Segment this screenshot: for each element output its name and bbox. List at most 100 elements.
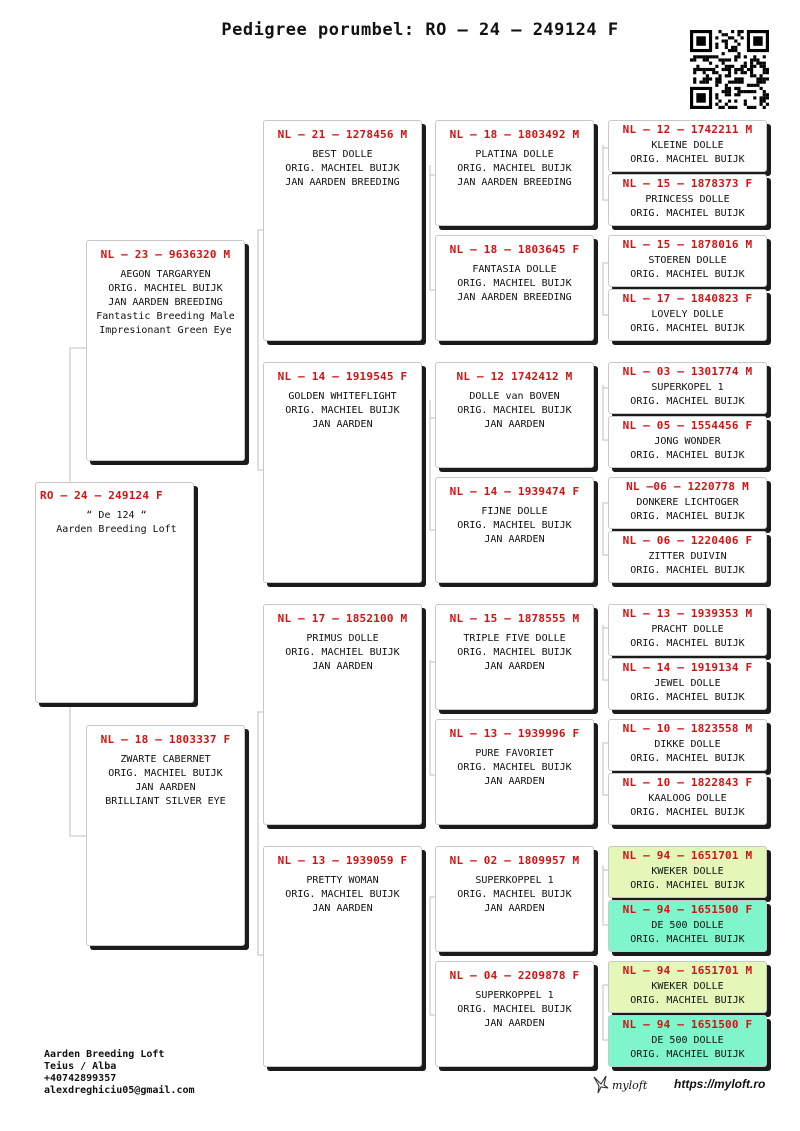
card-line: ORIG. MACHIEL BUIJK bbox=[630, 450, 745, 461]
card-line: ORIG. MACHIEL BUIJK bbox=[457, 1004, 572, 1015]
myloft-logo-text: myloft bbox=[612, 1079, 648, 1092]
card-line: ORIG. MACHIEL BUIJK bbox=[457, 762, 572, 773]
myloft-logo: myloft bbox=[592, 1074, 652, 1098]
pigeon-card-gen3[interactable]: NL – 15 – 1878555 M TRIPLE FIVE DOLLE OR… bbox=[435, 604, 594, 710]
ring-number: NL – 94 – 1651500 F bbox=[622, 1018, 753, 1031]
pigeon-card-gen3[interactable]: NL – 04 – 2209878 F SUPERKOPPEL 1 ORIG. … bbox=[435, 961, 594, 1067]
pigeon-card-gen3[interactable]: NL – 12 1742412 M DOLLE van BOVEN ORIG. … bbox=[435, 362, 594, 468]
card-line: FIJNE DOLLE bbox=[481, 506, 548, 517]
pigeon-card-sire[interactable]: NL – 23 – 9636320 M AEGON TARGARYEN ORIG… bbox=[86, 240, 245, 461]
card-line: ORIG. MACHIEL BUIJK bbox=[630, 396, 745, 407]
ring-number: NL – 21 – 1278456 M bbox=[277, 128, 408, 141]
card-line: BRILLIANT SILVER EYE bbox=[105, 796, 226, 807]
ring-number: NL – 94 – 1651701 M bbox=[622, 964, 753, 977]
card-line: FANTASIA DOLLE bbox=[472, 264, 557, 275]
card-line: ORIG. MACHIEL BUIJK bbox=[457, 889, 572, 900]
pigeon-card-gen3[interactable]: NL – 18 – 1803492 M PLATINA DOLLE ORIG. … bbox=[435, 120, 594, 226]
card-line: JEWEL DOLLE bbox=[654, 678, 721, 689]
card-line: ORIG. MACHIEL BUIJK bbox=[630, 934, 745, 945]
ring-number: NL – 18 – 1803492 M bbox=[449, 128, 580, 141]
breeder-email[interactable]: alexdreghiciu05@gmail.com bbox=[44, 1085, 195, 1096]
card-line: ORIG. MACHIEL BUIJK bbox=[630, 995, 745, 1006]
card-line: SUPERKOPPEL 1 bbox=[475, 990, 554, 1001]
card-line: ORIG. MACHIEL BUIJK bbox=[457, 647, 572, 658]
card-line: PRACHT DOLLE bbox=[651, 624, 724, 635]
ring-number: NL – 10 – 1822843 F bbox=[622, 776, 753, 789]
ring-number: NL – 14 – 1919134 F bbox=[622, 661, 753, 674]
breeder-contact: Aarden Breeding Loft Teius / Alba +40742… bbox=[44, 1049, 195, 1097]
website-link[interactable]: https://myloft.ro bbox=[674, 1077, 766, 1091]
card-line: “ De 124 “ bbox=[86, 510, 147, 521]
card-line: DIKKE DOLLE bbox=[654, 739, 721, 750]
pigeon-card-gen3[interactable]: NL – 14 – 1939474 F FIJNE DOLLE ORIG. MA… bbox=[435, 477, 594, 583]
breeder-location: Teius / Alba bbox=[44, 1061, 117, 1072]
pigeon-card-root[interactable]: RO – 24 – 249124 F “ De 124 “ Aarden Bre… bbox=[35, 482, 194, 703]
card-line: ORIG. MACHIEL BUIJK bbox=[630, 880, 745, 891]
card-line: DONKERE LICHTOGER bbox=[636, 497, 739, 508]
ring-number: NL – 23 – 9636320 M bbox=[100, 248, 231, 261]
pigeon-card-gen3[interactable]: NL – 13 – 1939996 F PURE FAVORIET ORIG. … bbox=[435, 719, 594, 825]
pigeon-card-gen4[interactable]: NL – 94 – 1651701 M KWEKER DOLLE ORIG. MAC… bbox=[608, 961, 767, 1013]
card-line: ORIG. MACHIEL BUIJK bbox=[630, 511, 745, 522]
ring-number: RO – 24 – 249124 F bbox=[40, 489, 163, 502]
card-line: ORIG. MACHIEL BUIJK bbox=[630, 154, 745, 165]
card-line: JAN AARDEN bbox=[312, 661, 373, 672]
breeder-name: Aarden Breeding Loft bbox=[44, 1049, 165, 1060]
ring-number: NL – 15 – 1878555 M bbox=[449, 612, 580, 625]
pigeon-card-gen2[interactable]: NL – 13 – 1939059 F PRETTY WOMAN ORIG. M… bbox=[263, 846, 422, 1067]
card-line: JAN AARDEN bbox=[312, 419, 373, 430]
ring-number: NL – 17 – 1852100 M bbox=[277, 612, 408, 625]
ring-number: NL – 13 – 1939996 F bbox=[449, 727, 580, 740]
card-line: ORIG. MACHIEL BUIJK bbox=[108, 768, 223, 779]
card-line: JAN AARDEN bbox=[484, 534, 545, 545]
card-line: ORIG. MACHIEL BUIJK bbox=[457, 405, 572, 416]
card-line: GOLDEN WHITEFLIGHT bbox=[288, 391, 397, 402]
card-line: ORIG. MACHIEL BUIJK bbox=[630, 565, 745, 576]
card-line: JONG WONDER bbox=[654, 436, 721, 447]
ring-number: NL – 12 – 1742211 M bbox=[622, 123, 753, 136]
card-line: JAN AARDEN bbox=[484, 1018, 545, 1029]
card-line: JAN AARDEN bbox=[135, 782, 196, 793]
card-line: KWEKER DOLLE bbox=[651, 981, 724, 992]
myloft-bird-logo-icon bbox=[593, 1075, 609, 1094]
pigeon-card-gen2[interactable]: NL – 14 – 1919545 F GOLDEN WHITEFLIGHT O… bbox=[263, 362, 422, 583]
card-line: PRINCESS DOLLE bbox=[645, 194, 730, 205]
ring-number: NL – 13 – 1939059 F bbox=[277, 854, 408, 867]
pigeon-card-gen3[interactable]: NL – 02 – 1809957 M SUPERKOPPEL 1 ORIG. … bbox=[435, 846, 594, 952]
breeder-phone: +40742899357 bbox=[44, 1073, 117, 1084]
pigeon-card-dam[interactable]: NL – 18 – 1803337 F ZWARTE CABERNET ORIG… bbox=[86, 725, 245, 946]
card-line: AEGON TARGARYEN bbox=[120, 269, 211, 280]
pigeon-card-gen2[interactable]: NL – 21 – 1278456 M BEST DOLLE ORIG. MAC… bbox=[263, 120, 422, 341]
card-line: TRIPLE FIVE DOLLE bbox=[463, 633, 566, 644]
ring-number: NL – 17 – 1840823 F bbox=[622, 292, 753, 305]
card-line: JAN AARDEN BREEDING bbox=[285, 177, 400, 188]
card-line: KAALOOG DOLLE bbox=[648, 793, 727, 804]
card-line: ORIG. MACHIEL BUIJK bbox=[285, 647, 400, 658]
card-line: KWEKER DOLLE bbox=[651, 866, 724, 877]
pigeon-card-gen2[interactable]: NL – 17 – 1852100 M PRIMUS DOLLE ORIG. M… bbox=[263, 604, 422, 825]
card-line: ORIG. MACHIEL BUIJK bbox=[285, 889, 400, 900]
card-line: Fantastic Breeding Male bbox=[96, 311, 235, 322]
card-line: ORIG. MACHIEL BUIJK bbox=[285, 163, 400, 174]
ring-number: NL – 12 1742412 M bbox=[456, 370, 573, 383]
pigeon-card-gen3[interactable]: NL – 18 – 1803645 F FANTASIA DOLLE ORIG.… bbox=[435, 235, 594, 341]
card-line: ORIG. MACHIEL BUIJK bbox=[285, 405, 400, 416]
card-line: ZITTER DUIVIN bbox=[648, 551, 727, 562]
card-line: ORIG. MACHIEL BUIJK bbox=[457, 520, 572, 531]
ring-number: NL – 10 – 1823558 M bbox=[622, 722, 753, 735]
